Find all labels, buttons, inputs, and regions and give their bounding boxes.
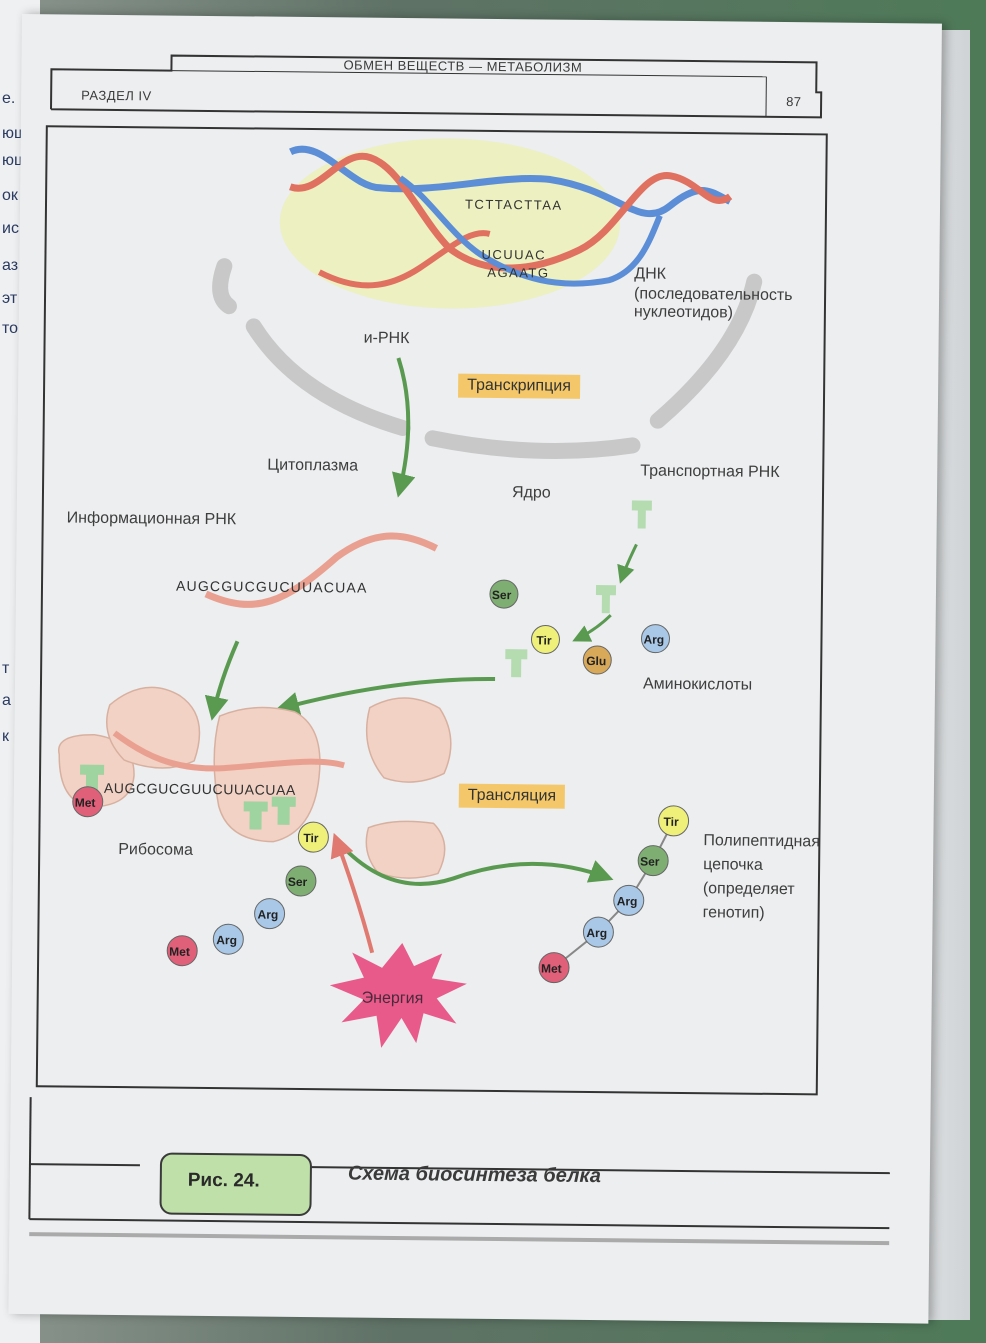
trna-arrow [572, 614, 612, 642]
figure-number: Рис. 24. [187, 1169, 260, 1192]
dna-bottom-sequence: AGAATG [487, 265, 549, 281]
amino-acid-met: Met [72, 786, 104, 818]
energy-star [329, 943, 467, 1048]
prev-page-text: к [2, 728, 9, 745]
energy-arrow [330, 832, 375, 954]
prev-page-text: е. [2, 90, 16, 107]
translation-arrow [341, 846, 614, 886]
ribosome-mrna-sequence: AUGCGUCGUUCUUACUAA [104, 780, 296, 798]
dna-strand-red [317, 230, 491, 289]
chain-arg: Arg [582, 916, 614, 948]
prev-page-text: то [2, 320, 19, 337]
protein-biosynthesis-diagram: TCTTACTTAA UCUUAC AGAATG AUGCGUCGUCUUACU… [58, 138, 763, 1048]
prev-page-text: ок [2, 187, 18, 204]
amino-acid-glu: Glu [582, 645, 612, 675]
ribosome-active [213, 706, 321, 843]
ribosome-free-lower [365, 820, 446, 879]
amino-acid-met: Met [166, 935, 198, 967]
svg-text:Met: Met [169, 945, 190, 959]
chain-arg: Arg [613, 884, 645, 916]
svg-text:Arg: Arg [586, 926, 607, 940]
rna-sequence-top: UCUUAC [481, 247, 546, 263]
figure-caption: Схема биосинтеза белка [347, 1162, 602, 1188]
amino-acid-arg: Arg [640, 624, 670, 654]
dna-note: (последовательность нуклеотидов) [633, 285, 793, 322]
transport-rna-label: Транспортная РНК [640, 462, 780, 481]
ribosome-label: Рибосома [118, 841, 193, 859]
amino-acid-ser: Ser [489, 579, 519, 609]
trna-arrow [617, 543, 638, 584]
prev-page-text: т [2, 660, 10, 677]
svg-text:Arg: Arg [643, 633, 664, 647]
page-frame [28, 54, 890, 1246]
dna-strand-blue [398, 175, 663, 287]
mrna-strand [204, 532, 439, 608]
svg-text:Met: Met [75, 796, 96, 810]
prev-page-text: а [2, 692, 11, 709]
cytoplasm-label: Цитоплазма [267, 456, 359, 475]
svg-text:Glu: Glu [586, 654, 606, 668]
transcription-badge: Транскрипция [458, 373, 581, 399]
transcription-arrow [392, 357, 416, 498]
svg-text:Arg: Arg [617, 894, 638, 908]
svg-text:Arg: Arg [216, 933, 237, 947]
dna-strand-blue [289, 145, 732, 218]
amino-acid-arg: Arg [254, 898, 286, 930]
mrna-to-ribosome-arrow [204, 640, 240, 721]
svg-text:Ser: Ser [288, 875, 308, 889]
dna-top-sequence: TCTTACTTAA [465, 197, 563, 213]
chain-ser: Ser [637, 845, 669, 877]
svg-text:Tir: Tir [536, 633, 552, 647]
figure-number-box: Рис. 24. [159, 1152, 313, 1217]
amino-acids-label: Аминокислоты [642, 675, 753, 694]
amino-acid-tir: Tir [530, 625, 560, 655]
svg-text:Met: Met [541, 961, 562, 975]
nucleus-label: Ядро [511, 484, 551, 502]
trna-in-ribosome [80, 764, 105, 793]
svg-text:Arg: Arg [258, 908, 279, 922]
svg-text:Ser: Ser [640, 855, 660, 869]
info-rna-label: Информационная РНК [66, 509, 237, 529]
svg-text:Ser: Ser [492, 588, 512, 602]
trna-shape [505, 649, 528, 678]
amino-acid-arg: Arg [212, 923, 244, 955]
chain-tir: Tir [658, 805, 690, 837]
ribosome-large [106, 686, 201, 769]
prev-page-text: ис [2, 220, 19, 237]
dna-label: ДНК [634, 265, 667, 283]
nucleus-membrane [245, 318, 411, 437]
nucleus-membrane [649, 273, 763, 429]
amino-acid-ser: Ser [285, 865, 317, 897]
energy-label: Энергия [362, 990, 424, 1008]
ribosome-free-upper [365, 697, 452, 783]
nucleus-membrane [424, 430, 641, 460]
svg-text:Tir: Tir [664, 815, 680, 829]
trna-shape [595, 585, 617, 614]
trna-in-ribosome [271, 796, 296, 825]
trna-in-ribosome [243, 801, 268, 830]
chain-met: Met [538, 952, 570, 984]
translation-badge: Трансляция [458, 783, 566, 809]
book-page: ОБМЕН ВЕЩЕСТВ — МЕТАБОЛИЗМ РАЗДЕЛ IV 87 … [8, 14, 942, 1324]
irna-label: и-РНК [363, 329, 410, 348]
trna-to-ribosome-arrow [275, 676, 496, 716]
polypeptide-label: Полипептидная цепочка (определяет геноти… [702, 832, 821, 922]
mrna-sequence: AUGCGUCGUCUUACUAA [176, 578, 368, 596]
trna-shape [631, 500, 652, 529]
amino-acid-tir: Tir [297, 821, 329, 853]
prev-page-text: эт [2, 290, 18, 307]
nucleus-membrane [212, 258, 237, 315]
svg-text:Tir: Tir [303, 831, 319, 845]
prev-page-text: аз [2, 257, 19, 274]
ribosome-mrna [112, 730, 345, 772]
